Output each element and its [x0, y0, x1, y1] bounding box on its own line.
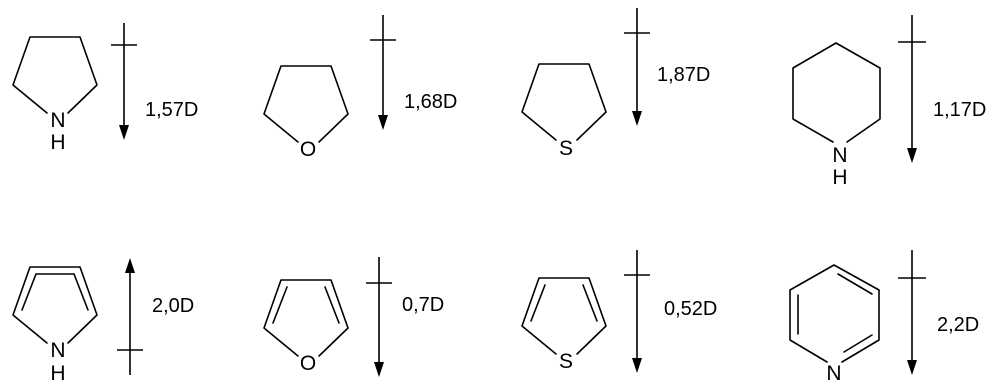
ring-thiophene	[521, 277, 607, 355]
ring-pyrrolidine	[12, 36, 98, 114]
molecule-pyrrolidine: N H 1,57D	[12, 23, 198, 154]
heteroatom-pyridine: N	[826, 362, 841, 385]
heteroatom-pyrrolidine: N	[50, 109, 65, 132]
molecule-pyridine: N 2,2D	[789, 250, 979, 385]
ring-furan	[263, 279, 349, 357]
dipole-arrow-pyrrolidine	[111, 23, 137, 140]
molecule-furan: O 0,7D	[263, 257, 444, 377]
ring-pyrrole	[12, 266, 98, 344]
dipole-value-thiophene: 0,52D	[664, 298, 717, 320]
ring-thiolane	[521, 63, 607, 141]
dipole-arrow-pyrrole	[117, 258, 143, 375]
heteroatom-furan: O	[300, 352, 316, 375]
ring-piperidine	[792, 42, 881, 143]
dipole-value-pyrrole: 2,0D	[152, 295, 194, 317]
dipole-value-piperidine: 1,17D	[933, 99, 986, 121]
heteroatom-thiophene: S	[559, 350, 573, 373]
heteroatom-pyrrole: N	[50, 339, 65, 362]
molecule-piperidine: N H 1,17D	[792, 15, 986, 189]
dipole-value-pyrrolidine: 1,57D	[145, 99, 198, 121]
dipole-arrow-furan	[366, 257, 392, 377]
hydrogen-pyrrolidine: H	[50, 131, 65, 154]
dipole-arrow-thiophene	[624, 250, 650, 373]
molecule-thiolane: S 1,87D	[521, 8, 710, 160]
hydrogen-pyrrole: H	[50, 362, 65, 385]
dipole-value-thf: 1,68D	[404, 91, 457, 113]
heteroatom-piperidine: N	[832, 144, 847, 167]
heteroatom-thf: O	[300, 138, 316, 161]
dipole-value-pyridine: 2,2D	[937, 314, 979, 336]
hydrogen-piperidine: H	[832, 166, 847, 189]
molecule-pyrrole: N H 2,0D	[12, 258, 194, 385]
dipole-value-thiolane: 1,87D	[657, 64, 710, 86]
ring-thf	[263, 65, 349, 143]
ring-pyridine	[789, 264, 880, 363]
molecule-thiophene: S 0,52D	[521, 250, 717, 373]
dipole-arrow-piperidine	[898, 15, 926, 163]
heteroatom-thiolane: S	[559, 137, 573, 160]
dipole-arrow-thf	[370, 15, 396, 130]
molecule-thf: O 1,68D	[263, 15, 457, 161]
dipole-value-furan: 0,7D	[402, 294, 444, 316]
dipole-arrow-thiolane	[624, 8, 650, 126]
dipole-arrow-pyridine	[898, 250, 926, 375]
